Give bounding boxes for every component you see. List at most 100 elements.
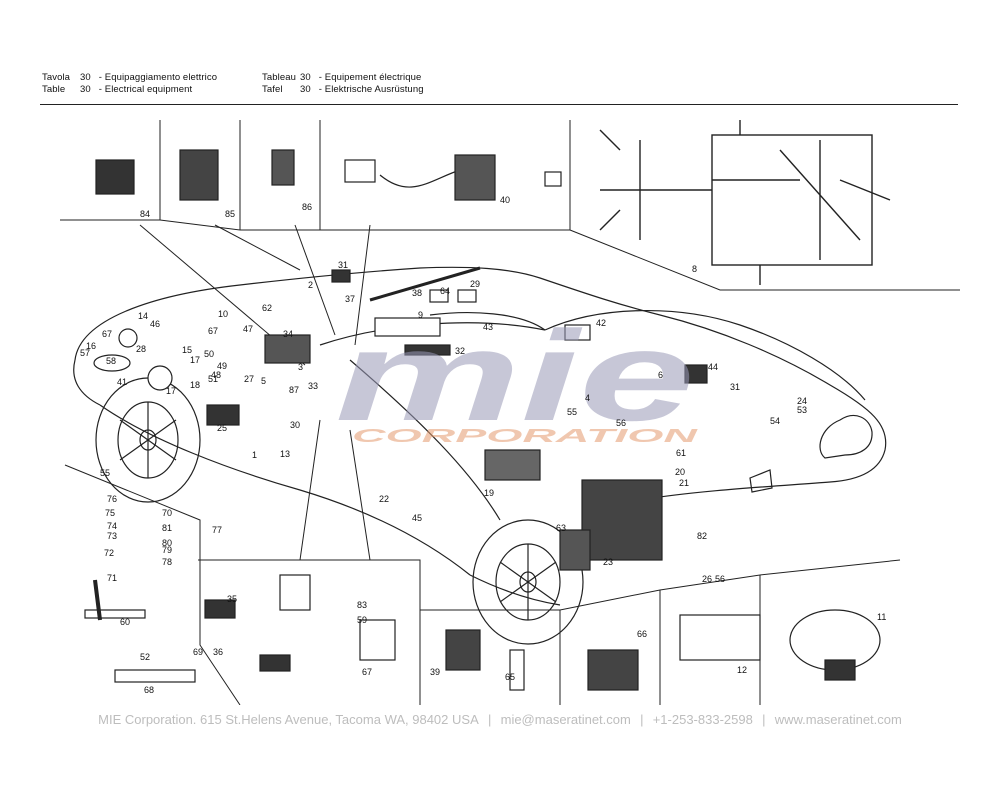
fuse-box-icon	[374, 317, 441, 337]
callout-number: 27	[244, 374, 254, 384]
switch-assembly-icon	[279, 574, 311, 611]
callout-number: 65	[505, 672, 515, 682]
header-num: 30	[300, 84, 311, 95]
callout-number: 35	[227, 594, 237, 604]
plug-connector-icon	[204, 599, 236, 619]
header-num: 30	[300, 72, 311, 83]
callout-number: 62	[262, 303, 272, 313]
callout-number: 44	[708, 362, 718, 372]
callout-number: 31	[730, 382, 740, 392]
callout-number: 69	[193, 647, 203, 657]
starter-motor-icon	[484, 449, 541, 481]
callout-number: 10	[218, 309, 228, 319]
callout-number: 40	[500, 195, 510, 205]
callout-number: 85	[225, 209, 235, 219]
callout-number: 78	[162, 557, 172, 567]
flasher-relay-icon	[445, 629, 481, 671]
callout-number: 54	[770, 416, 780, 426]
callout-number: 37	[345, 294, 355, 304]
callout-number: 55	[100, 468, 110, 478]
footer-phone[interactable]: +1-253-833-2598	[652, 712, 753, 727]
components	[84, 149, 881, 691]
callout-number: 2	[308, 280, 313, 290]
callout-number: 32	[455, 346, 465, 356]
callout-number: 12	[737, 665, 747, 675]
exploded-diagram: mie CORPORATION 848586408312373864299434…	[60, 120, 960, 705]
footer-sep: |	[640, 712, 644, 727]
callout-number: 74	[107, 521, 117, 531]
callout-number: 24	[797, 396, 807, 406]
plug-icon	[544, 171, 562, 187]
callout-number: 38	[412, 288, 422, 298]
header-num: 30	[80, 84, 91, 95]
interior-lamp-icon	[684, 364, 708, 384]
callout-number: 67	[208, 326, 218, 336]
watermark-logo: mie	[335, 305, 695, 448]
callout-number: 4	[585, 393, 590, 403]
fuse-icon	[429, 289, 449, 303]
callout-number: 58	[106, 356, 116, 366]
callout-number: 51	[208, 374, 218, 384]
header-rule	[40, 104, 958, 105]
callout-number: 64	[440, 286, 450, 296]
callout-number: 18	[190, 380, 200, 390]
callout-number: 36	[213, 647, 223, 657]
callout-number: 66	[637, 629, 647, 639]
callout-number: 72	[104, 548, 114, 558]
connector-icon	[344, 159, 376, 183]
callout-number: 84	[140, 209, 150, 219]
rod-icon	[93, 579, 102, 621]
callout-number: 17	[166, 386, 176, 396]
wheel-front	[95, 377, 201, 503]
watermark-sub: CORPORATION	[352, 426, 700, 446]
header-kind: Tafel	[262, 84, 283, 95]
callout-number: 5	[261, 376, 266, 386]
lever-icon	[114, 669, 196, 683]
wheel-rear	[472, 519, 584, 645]
horn-icon	[118, 328, 138, 348]
header-title: - Equipaggiamento elettrico	[98, 72, 218, 83]
callout-number: 42	[596, 318, 606, 328]
plug-connector-icon	[259, 654, 291, 672]
car-body	[73, 266, 887, 606]
callout-number: 13	[280, 449, 290, 459]
callout-number: 34	[283, 329, 293, 339]
bracket-icon	[84, 609, 146, 619]
coil-icon	[206, 404, 240, 426]
callout-number: 46	[150, 319, 160, 329]
footer-email[interactable]: mie@maseratinet.com	[500, 712, 631, 727]
footer: MIE Corporation. 615 St.Helens Avenue, T…	[0, 712, 1000, 727]
callout-number: 49	[217, 361, 227, 371]
callout-number: 82	[697, 531, 707, 541]
callout-number: 52	[140, 652, 150, 662]
callout-number: 8	[692, 264, 697, 274]
callout-number: 87	[289, 385, 299, 395]
callout-number: 86	[302, 202, 312, 212]
horn-trumpet-icon	[93, 354, 131, 372]
callout-number: 28	[136, 344, 146, 354]
callout-number: 9	[418, 310, 423, 320]
callout-number: 67	[102, 329, 112, 339]
callout-number: 61	[676, 448, 686, 458]
callout-number: 31	[338, 260, 348, 270]
callout-number: 19	[484, 488, 494, 498]
callout-number: 53	[797, 405, 807, 415]
callout-number: 14	[138, 311, 148, 321]
watermark: mie CORPORATION	[335, 305, 700, 448]
callout-number: 6	[658, 370, 663, 380]
callout-number: 83	[357, 600, 367, 610]
callout-number: 41	[117, 377, 127, 387]
callout-number: 20	[675, 467, 685, 477]
regulator-icon	[559, 529, 591, 571]
footer-company: MIE Corporation. 615 St.Helens Avenue, T…	[98, 712, 479, 727]
footer-web[interactable]: www.maseratinet.com	[774, 712, 902, 727]
callout-number: 71	[107, 573, 117, 583]
callout-number: 75	[105, 508, 115, 518]
callout-number: 47	[243, 324, 253, 334]
